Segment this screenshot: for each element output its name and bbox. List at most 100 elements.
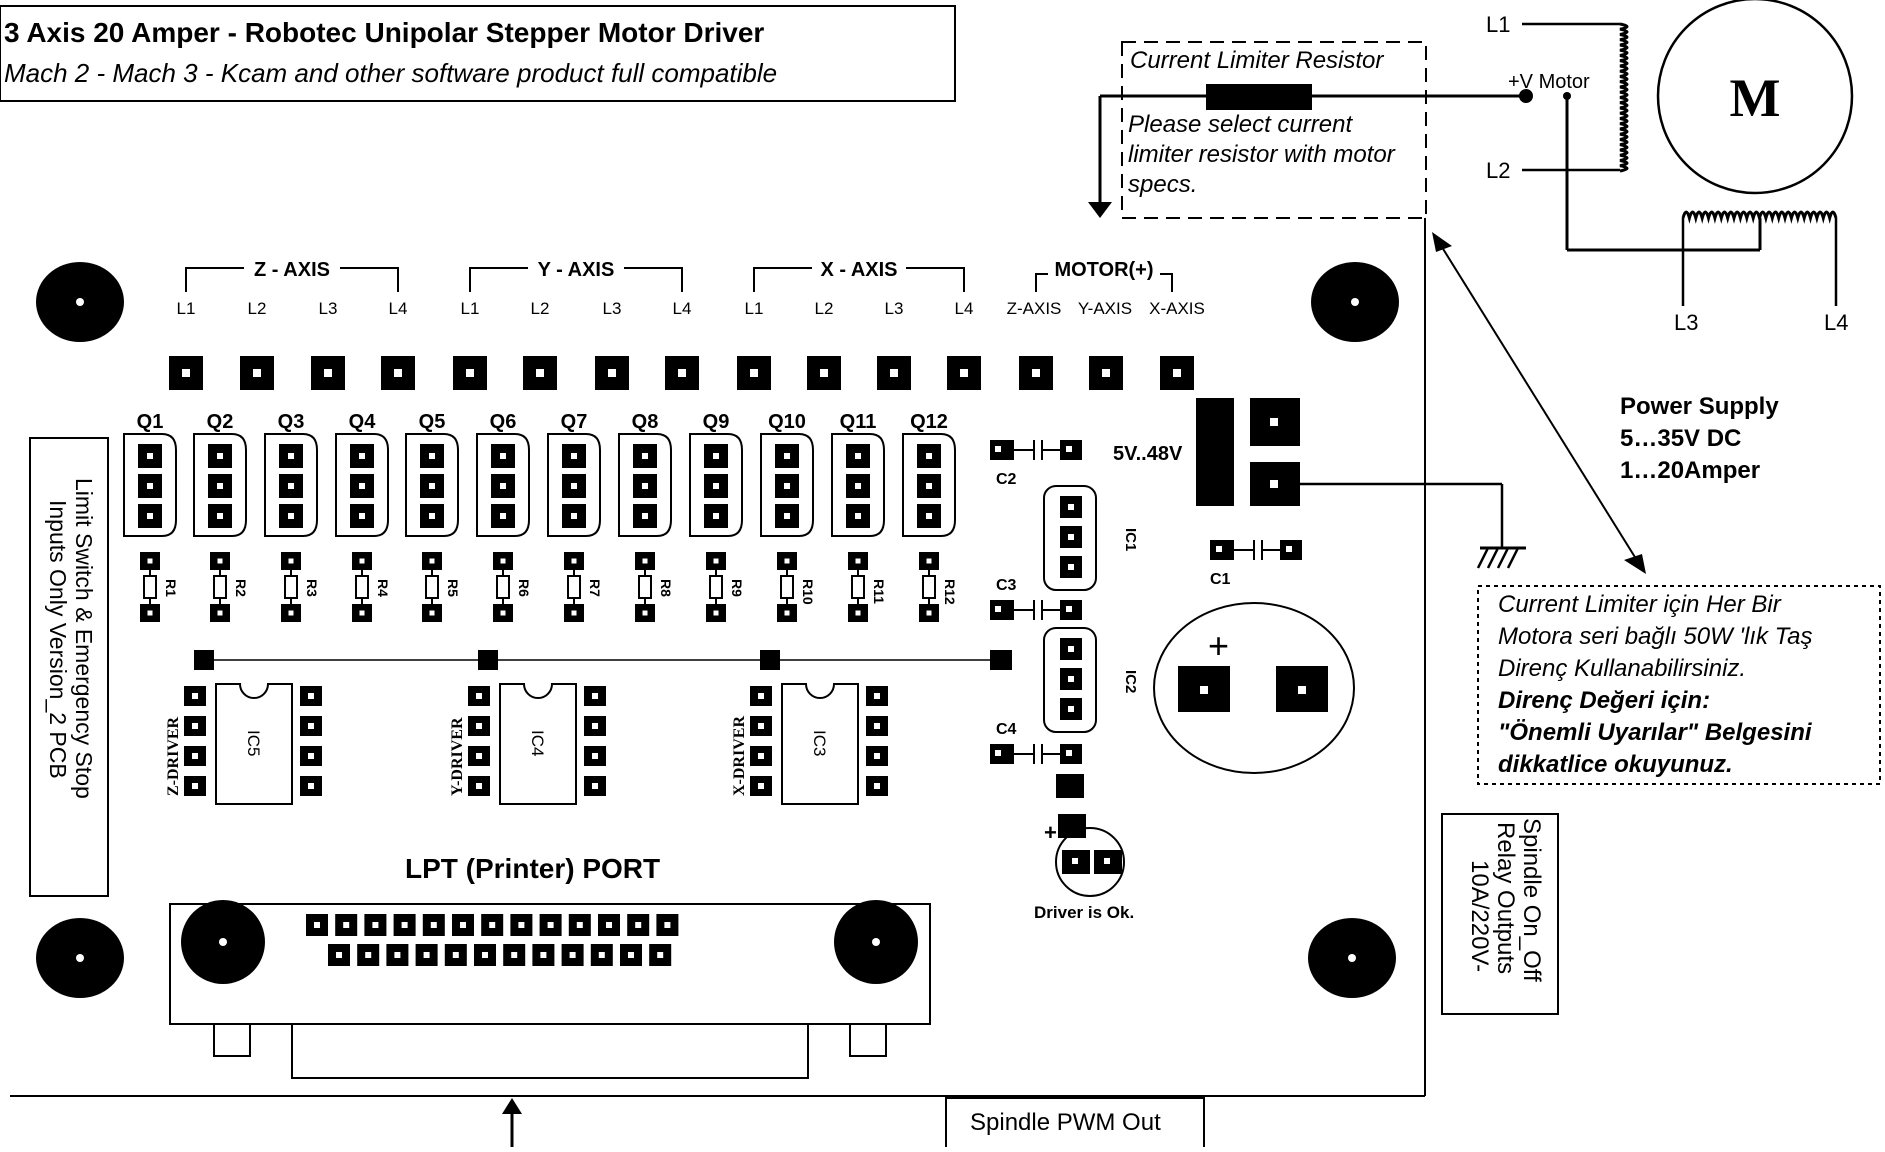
transistor-q1: Q1: [123, 411, 177, 537]
transistor-q4: Q4: [335, 411, 389, 537]
axis-label: X - AXIS: [820, 259, 897, 281]
resistor-note-heading: Current Limiter Resistor: [1130, 47, 1384, 74]
lead-label: L4: [389, 299, 408, 318]
svg-text:+: +: [1044, 820, 1057, 845]
transistor-q3: Q3: [264, 411, 318, 537]
transistor-label: Q1: [137, 411, 164, 433]
ic2-label: IC2: [1122, 670, 1139, 693]
lpt-port: LPT (Printer) PORT: [169, 853, 931, 1079]
regulator-ic2: IC2: [1043, 627, 1139, 733]
resistor-r8: R8: [635, 552, 674, 622]
lead-label: L3: [319, 299, 338, 318]
svg-text:+: +: [1208, 625, 1229, 666]
transistor-q12: Q12: [902, 411, 956, 537]
driver-label: Z-DRIVER: [165, 716, 182, 796]
resistor-label: R8: [658, 579, 674, 597]
capacitor-c3: C3: [990, 577, 1082, 620]
power-supply-line-2: 5…35V DC: [1620, 425, 1741, 452]
resistor-label: R6: [516, 579, 532, 597]
transistor-q7: Q7: [547, 411, 601, 537]
resistor-label: R1: [163, 579, 179, 597]
turkish-note: Current Limiter için Her Bir Motora seri…: [1477, 585, 1881, 785]
lead-label: L2: [815, 299, 834, 318]
capacitor-c2: C2: [990, 440, 1082, 488]
resistor-r6: R6: [493, 552, 532, 622]
limit-switch-line-1: Limit Switch & Emergency Stop: [71, 478, 97, 799]
motor-symbol: M: [1730, 68, 1781, 128]
axis-y-group: Y - AXIS L1 L2 L3 L4: [461, 259, 692, 318]
power-supply-label: Power Supply 5…35V DC 1…20Amper: [1620, 393, 1779, 484]
resistor-label: R2: [233, 579, 249, 597]
lead-label: L2: [531, 299, 550, 318]
resistor-label: R10: [800, 579, 816, 605]
power-terminal: 5V..48V: [1113, 398, 1526, 569]
limiter-resistor: [1206, 84, 1312, 110]
turkish-note-line-1: Current Limiter için Her Bir: [1498, 591, 1782, 618]
resistor-r2: R2: [210, 552, 249, 622]
transistor-q10: Q10: [760, 411, 814, 537]
resistor-r4: R4: [352, 552, 391, 622]
spindle-relay-line-2: Relay Outputs: [1492, 822, 1519, 974]
resistor-label: R4: [375, 579, 391, 597]
motor-schematic: M +V Motor L1 L2 L3 L4: [1486, 0, 1854, 335]
turkish-note-bold-3: dikkatlice okuyunuz.: [1498, 751, 1733, 778]
transistor-label: Q8: [632, 411, 659, 433]
spindle-relay-line-1: Spindle On_Off: [1518, 818, 1545, 982]
transistor-q5: Q5: [405, 411, 459, 537]
motor-circle: [1656, 0, 1854, 195]
c2-label: C2: [996, 471, 1017, 488]
turkish-note-bold-2: "Önemli Uyarılar" Belgesini: [1498, 719, 1813, 746]
transistor-q6: Q6: [476, 411, 530, 537]
arrow-down-icon: [1088, 202, 1112, 218]
lead-label: L3: [603, 299, 622, 318]
driver-label: Y-DRIVER: [449, 717, 466, 796]
transistor-label: Q10: [768, 411, 806, 433]
lead-label: L1: [745, 299, 764, 318]
resistor-r1: R1: [140, 552, 179, 622]
axis-label: Y - AXIS: [538, 259, 615, 281]
lead-label: L1: [461, 299, 480, 318]
motor-lead-l1: L1: [1486, 12, 1510, 37]
vplus-motor-label: +V Motor: [1508, 71, 1590, 93]
transistor-label: Q7: [561, 411, 588, 433]
title-box: 3 Axis 20 Amper - Robotec Unipolar Stepp…: [0, 5, 956, 102]
transistor-q8: Q8: [618, 411, 672, 537]
motor-plus-lead: X-AXIS: [1149, 299, 1205, 318]
lead-label: L4: [955, 299, 974, 318]
resistor-note-line-3: specs.: [1128, 171, 1197, 198]
resistor-note-line-1: Please select current: [1128, 111, 1353, 138]
board-outline: [10, 218, 1426, 1097]
c3-label: C3: [996, 577, 1017, 594]
transistor-label: Q6: [490, 411, 517, 433]
turkish-note-line-3: Direnç Kullanabilirsiniz.: [1498, 655, 1746, 682]
resistor-label: R5: [445, 579, 461, 597]
resistor-r5: R5: [422, 552, 461, 622]
transistor-q2: Q2: [193, 411, 247, 537]
transistor-q9: Q9: [689, 411, 743, 537]
resistor-label: R11: [871, 579, 887, 604]
ic1-label: IC1: [1122, 528, 1139, 551]
motor-coil-vertical: [1619, 22, 1629, 173]
turkish-note-bold-1: Direnç Değeri için:: [1498, 687, 1710, 714]
capacitor-c4: C4: [990, 721, 1082, 764]
regulator-ic1: IC1: [1043, 485, 1139, 591]
limit-switch-line-2: Inputs Only Version_2 PCB: [45, 500, 71, 779]
title-main: 3 Axis 20 Amper - Robotec Unipolar Stepp…: [4, 17, 764, 48]
transistor-label: Q11: [840, 411, 877, 433]
resistor-r10: R10: [777, 552, 816, 622]
motor-plus-lead: Z-AXIS: [1007, 299, 1062, 318]
spindle-relay-line-3: 10A/220V-: [1466, 860, 1493, 972]
resistor-note: Current Limiter Resistor Please select c…: [1088, 41, 1525, 219]
resistor-label: R7: [587, 579, 603, 597]
resistor-note-line-2: limiter resistor with motor: [1128, 141, 1396, 168]
lead-label: L4: [673, 299, 692, 318]
mounting-holes: [36, 262, 1399, 998]
